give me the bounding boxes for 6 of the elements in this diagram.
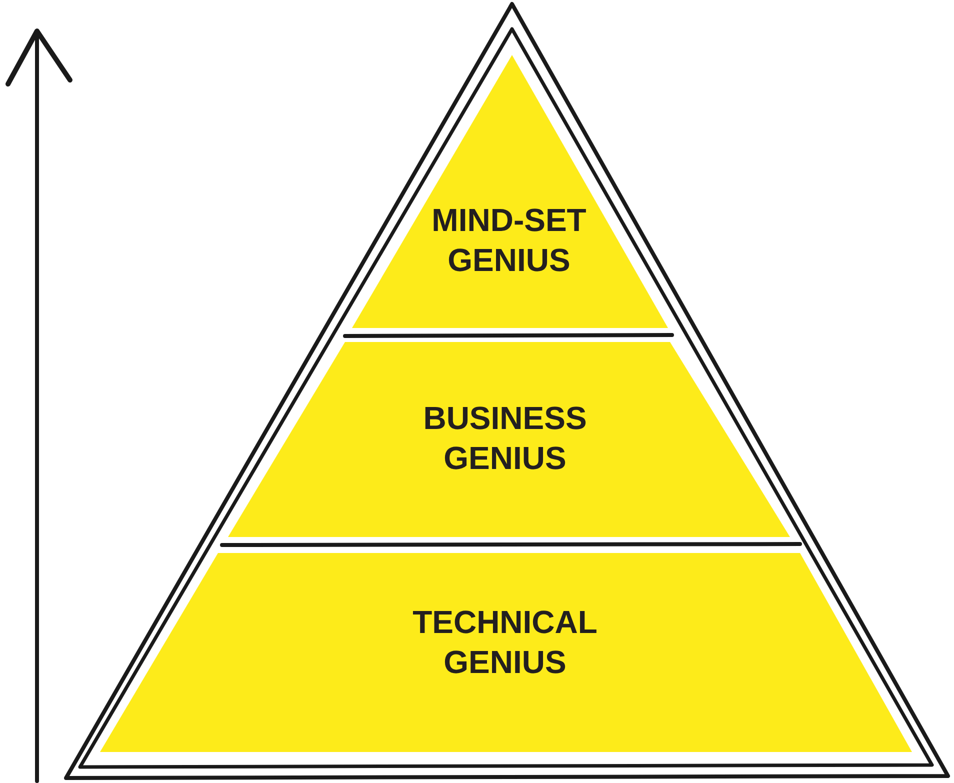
pyramid-tier	[352, 55, 668, 328]
tier-label: TECHNICAL GENIUS	[412, 603, 598, 682]
tier-label: MIND-SET GENIUS	[430, 201, 588, 280]
pyramid-tier	[228, 342, 790, 537]
pyramid-tier	[100, 553, 912, 752]
tier-label: BUSINESS GENIUS	[422, 399, 588, 478]
